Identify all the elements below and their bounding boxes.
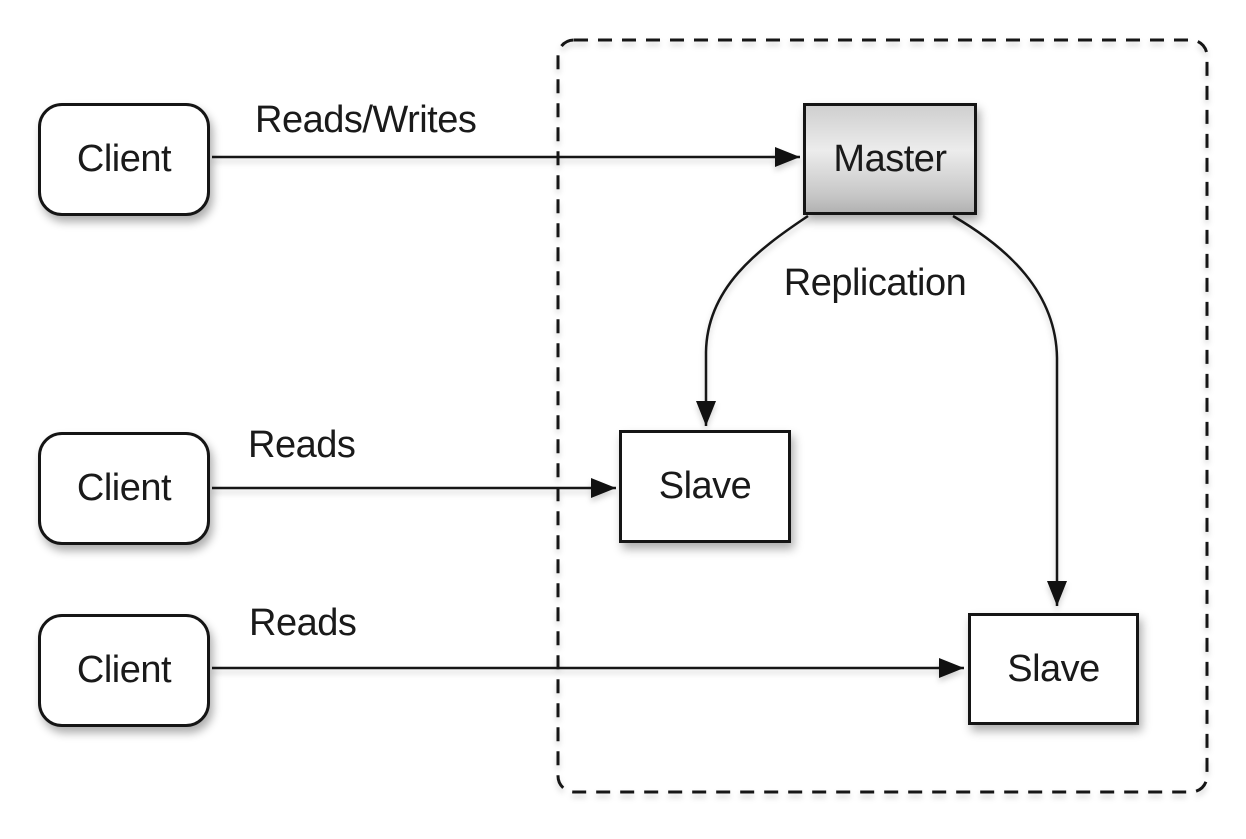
edge-label-reads-writes: Reads/Writes	[255, 99, 477, 141]
arrow-replication-right	[952, 214, 1067, 606]
master-node-label: Master	[833, 137, 947, 180]
client-node-1: Client	[38, 103, 210, 216]
client-node-3: Client	[38, 614, 210, 727]
client-node-1-label: Client	[76, 138, 172, 180]
arrow-replication-left	[696, 214, 809, 426]
slave-node-2: Slave	[968, 613, 1139, 725]
master-node: Master	[803, 103, 977, 215]
slave-node-2-label: Slave	[1007, 647, 1100, 690]
slave-node-1-label: Slave	[658, 465, 752, 507]
edge-label-replication: Replication	[783, 262, 967, 304]
client-node-2: Client	[38, 432, 210, 545]
cluster-boundary	[556, 38, 1209, 794]
client-node-3-label: Client	[76, 649, 172, 691]
edge-label-reads-bottom: Reads	[249, 602, 357, 644]
slave-node-1: Slave	[619, 430, 791, 543]
client-node-2-label: Client	[76, 467, 172, 509]
edge-label-reads-top: Reads	[248, 424, 356, 466]
